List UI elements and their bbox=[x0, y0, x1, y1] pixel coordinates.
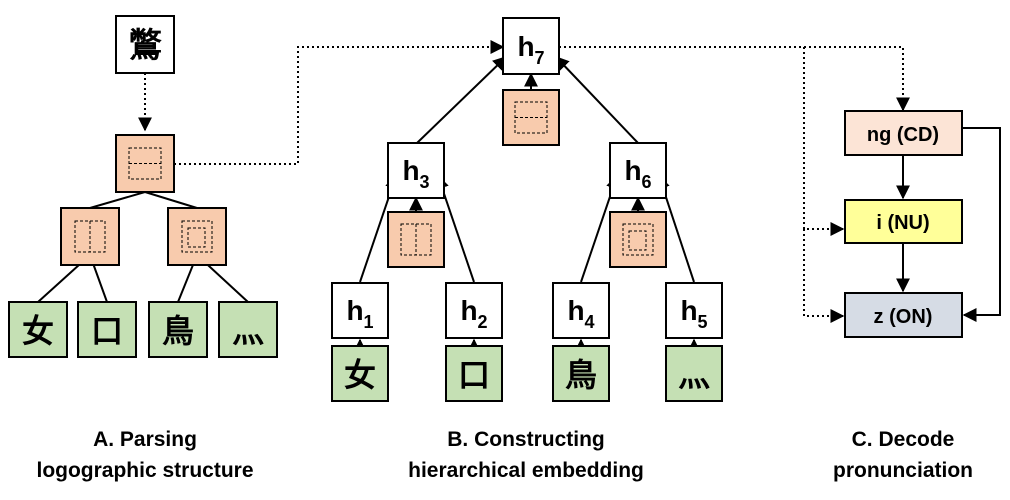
node-h5 bbox=[665, 282, 723, 339]
caption-b-line1: B. Constructing bbox=[447, 428, 605, 451]
component-box bbox=[8, 301, 68, 358]
component-char: 口 bbox=[458, 356, 490, 394]
edge-h3-h7 bbox=[416, 56, 508, 144]
component-char: 鳥 bbox=[162, 312, 194, 350]
panel-b-leaves: h1 女 h2 口 h4 鳥 h5 灬 bbox=[331, 282, 723, 402]
panel-a-leaves: 女口 鳥灬 bbox=[8, 301, 278, 358]
link-b-to-onset bbox=[559, 46, 910, 112]
component-box bbox=[218, 301, 278, 358]
component-box bbox=[445, 345, 503, 402]
component-box bbox=[665, 345, 723, 402]
edge-h6-h7 bbox=[555, 55, 639, 144]
node-h6-label: h6 bbox=[624, 155, 651, 192]
caption-c-line1: C. Decode bbox=[852, 428, 955, 451]
node-h1 bbox=[331, 282, 389, 339]
component-box bbox=[552, 345, 610, 402]
root-char-box bbox=[115, 15, 175, 74]
component-char: 灬 bbox=[678, 356, 710, 394]
root-char: 鷩 bbox=[128, 26, 162, 66]
edge-onset-coda bbox=[962, 127, 1001, 322]
link-a-to-b bbox=[174, 40, 505, 165]
node-h5-label: h5 bbox=[680, 295, 707, 332]
structure-node-surround bbox=[167, 207, 227, 266]
panel-c: ng (CD) i (NU) z (ON) C. Decode pronunci… bbox=[833, 110, 1001, 482]
coda-label: z (ON) bbox=[874, 306, 933, 328]
tree-edge bbox=[89, 191, 146, 209]
caption-a-line2: logographic structure bbox=[36, 459, 253, 482]
component-char: 鳥 bbox=[565, 356, 597, 394]
panel-b: h7 h3 h6 h1 女 h2 口 h4 鳥 h5 灬 B. Constructing hi… bbox=[331, 17, 723, 482]
node-h2 bbox=[445, 282, 503, 339]
layout-surround-icon bbox=[181, 220, 213, 253]
node-h4-label: h4 bbox=[567, 295, 594, 332]
component-box bbox=[148, 301, 208, 358]
node-h7-label: h7 bbox=[517, 31, 544, 68]
node-h3-label: h3 bbox=[402, 155, 429, 192]
layout-surround-icon bbox=[622, 223, 654, 256]
structure-node-surround bbox=[609, 211, 667, 268]
component-char: 口 bbox=[91, 312, 123, 350]
component-box bbox=[77, 301, 137, 358]
panel-a: 鷩 女口 鳥灬 A. Parsing logographic structure bbox=[8, 15, 278, 482]
node-h1-label: h1 bbox=[346, 295, 373, 332]
node-h2-label: h2 bbox=[460, 295, 487, 332]
caption-a-line1: A. Parsing bbox=[93, 428, 197, 451]
onset-label: ng (CD) bbox=[867, 124, 939, 146]
nucleus-label: i (NU) bbox=[876, 212, 929, 234]
node-h3 bbox=[387, 142, 445, 199]
link-b-to-coda bbox=[803, 229, 845, 323]
caption-b-line2: hierarchical embedding bbox=[408, 459, 644, 482]
tree-edge bbox=[144, 191, 198, 209]
nucleus-box bbox=[844, 199, 963, 244]
node-h7 bbox=[502, 17, 560, 75]
component-char: 女 bbox=[22, 312, 54, 350]
caption-c-line2: pronunciation bbox=[833, 459, 973, 482]
coda-box bbox=[844, 292, 963, 338]
node-h6 bbox=[609, 142, 667, 199]
node-h4 bbox=[552, 282, 610, 339]
component-char: 灬 bbox=[232, 312, 264, 350]
link-b-to-nucleus bbox=[803, 47, 845, 236]
component-char: 女 bbox=[344, 356, 376, 394]
component-box bbox=[331, 345, 389, 402]
